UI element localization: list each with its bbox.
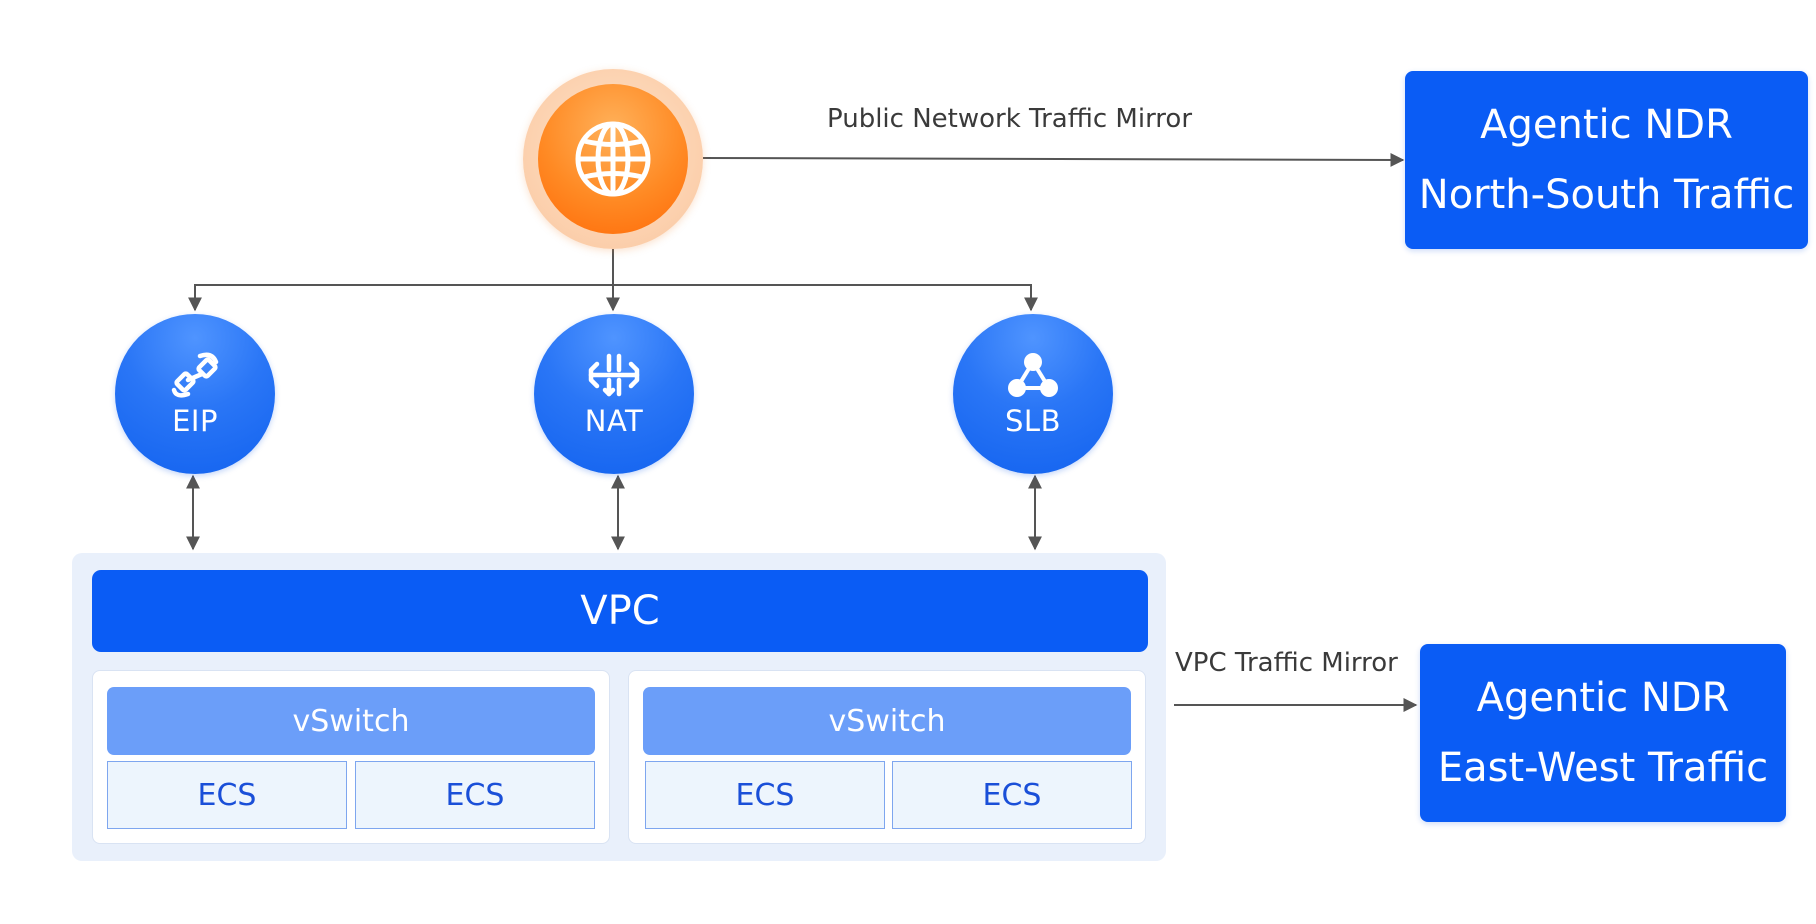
nat-gateway-icon: [588, 353, 640, 397]
ecs-box: ECS: [107, 761, 347, 829]
public-mirror-arrow: [702, 152, 1405, 167]
cable-link-icon: [171, 352, 219, 398]
slb-node: SLB: [953, 314, 1113, 474]
globe-icon: [575, 121, 651, 197]
nat-label: NAT: [584, 404, 644, 438]
slb-label: SLB: [1005, 404, 1061, 438]
vpc-title-bar: VPC: [92, 570, 1148, 652]
vswitch-left-bar: vSwitch: [107, 687, 595, 755]
ecs-box: ECS: [355, 761, 595, 829]
branch-to-slb: [613, 284, 1038, 312]
ndr-north-south-title: Agentic NDR: [1480, 102, 1733, 148]
vpc-mirror-label: VPC Traffic Mirror: [1175, 648, 1398, 678]
eip-node: EIP: [115, 314, 275, 474]
ndr-north-south-subtitle: North-South Traffic: [1418, 172, 1795, 218]
eip-label: EIP: [172, 404, 218, 438]
branch-to-eip: [188, 284, 613, 312]
ndr-east-west-subtitle: East-West Traffic: [1437, 745, 1769, 791]
public-mirror-label: Public Network Traffic Mirror: [827, 104, 1193, 134]
internet-node: [538, 84, 688, 234]
ndr-north-south-box: Agentic NDR North-South Traffic: [1405, 71, 1808, 249]
ndr-east-west-box: Agentic NDR East-West Traffic: [1420, 644, 1786, 822]
vswitch-panel-left: vSwitch ECS ECS: [92, 670, 610, 844]
ecs-box: ECS: [645, 761, 885, 829]
ndr-east-west-title: Agentic NDR: [1476, 675, 1730, 721]
nat-node: NAT: [534, 314, 694, 474]
ecs-box: ECS: [892, 761, 1132, 829]
network-nodes-icon: [1008, 353, 1058, 397]
vswitch-panel-right: vSwitch ECS ECS: [628, 670, 1146, 844]
vswitch-right-bar: vSwitch: [643, 687, 1131, 755]
